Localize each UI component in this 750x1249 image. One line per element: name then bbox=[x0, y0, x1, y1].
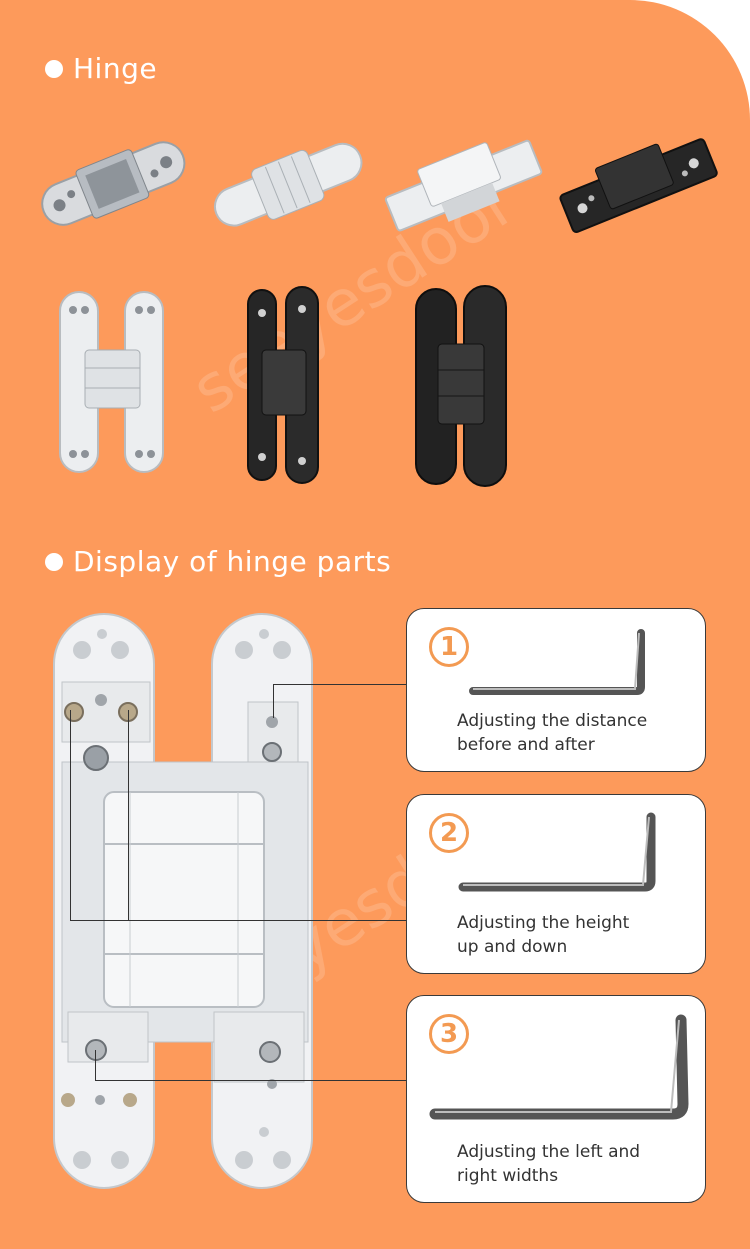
hinge-black-closed-photo bbox=[415, 285, 507, 487]
tool-description: Adjusting the distance before and after bbox=[457, 711, 648, 755]
section-title-text: Display of hinge parts bbox=[73, 545, 392, 578]
callout-line-1 bbox=[273, 684, 406, 685]
bullet-dot-icon bbox=[45, 552, 63, 571]
tool-description: Adjusting the left and right widths bbox=[457, 1142, 641, 1186]
hex-key-large-icon bbox=[429, 1014, 689, 1120]
hinge-black-flat-photo bbox=[559, 138, 718, 233]
callout-line-2 bbox=[70, 920, 406, 921]
callout-line-2-left bbox=[70, 710, 71, 920]
tool-card-1: 1 Adjusting the distance before and afte… bbox=[406, 608, 706, 772]
hinge-black-vertical-photo bbox=[247, 286, 319, 484]
tool-description: Adjusting the height up and down bbox=[457, 913, 630, 957]
tool-card-2: 2 Adjusting the height up and down bbox=[406, 794, 706, 974]
section-title-hinge: Hinge bbox=[45, 52, 157, 85]
tool-card-3: 3 Adjusting the left and right widths bbox=[406, 995, 706, 1203]
step-number-badge: 1 bbox=[429, 627, 469, 667]
hinge-white-flat-photo bbox=[384, 139, 543, 232]
callout-line-2-right bbox=[128, 710, 129, 920]
callout-line-3-drop bbox=[95, 1050, 96, 1080]
hinge-white-vertical-photo bbox=[59, 291, 164, 473]
hinge-parts-photo bbox=[53, 613, 313, 1189]
step-number-badge: 3 bbox=[429, 1014, 469, 1054]
hinge-white-compact-photo bbox=[213, 142, 363, 227]
hex-key-small-icon bbox=[469, 629, 645, 695]
hex-key-medium-icon bbox=[458, 812, 656, 892]
callout-line-1-drop bbox=[273, 684, 274, 718]
hinge-silver-photo bbox=[41, 141, 186, 226]
section-title-parts: Display of hinge parts bbox=[45, 545, 391, 578]
step-number-badge: 2 bbox=[429, 813, 469, 853]
section-title-text: Hinge bbox=[73, 52, 158, 85]
callout-line-3 bbox=[95, 1080, 406, 1081]
bullet-dot-icon bbox=[45, 59, 63, 78]
